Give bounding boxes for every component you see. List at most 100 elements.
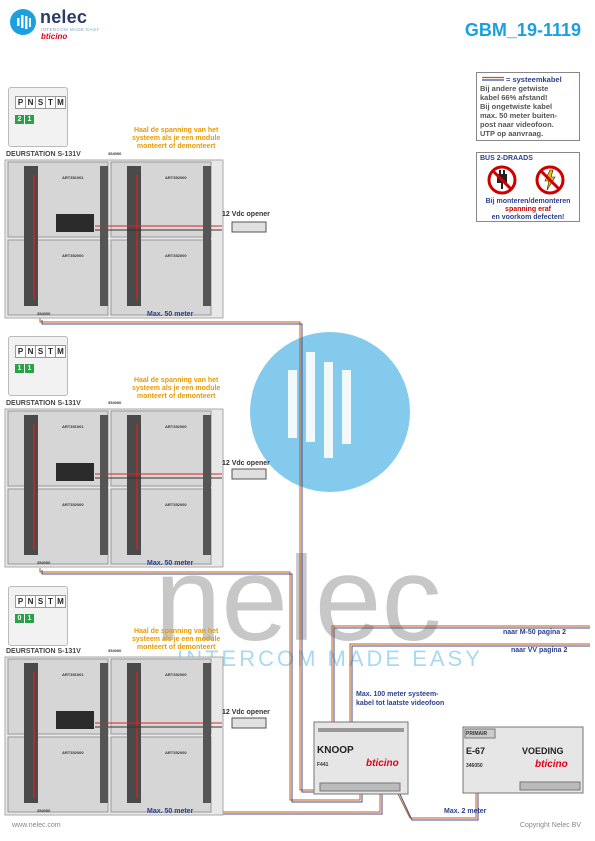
brand-sub: bticino [41, 32, 68, 41]
knoop-title: KNOOP [317, 745, 354, 756]
legend-line: kabel 66% afstand! [480, 93, 548, 102]
note-line: Haal de spanning van het [133, 127, 219, 134]
note-line: monteert of demonteert [136, 143, 216, 150]
dip-switch-block: P N S T M 1 1 [8, 336, 68, 396]
max-cable-label: Max. 50 meter [147, 560, 194, 567]
warning-note: Haal de spanning van het systeem als je … [132, 377, 220, 401]
part-number: 354000 [37, 560, 51, 565]
system-cable [39, 318, 330, 791]
module-code: ART352000 [62, 750, 84, 755]
module-code: ART352000 [165, 253, 187, 258]
supply-cable [395, 789, 477, 819]
watermark-tagline: INTERCOM MADE EASY [177, 646, 483, 671]
max-cable-label: Max. 50 meter [147, 808, 194, 815]
system-cable [41, 320, 330, 793]
dip-value: 1 [15, 364, 24, 373]
dip-letter: M [55, 345, 66, 358]
module-code: ART352000 [165, 750, 187, 755]
naar-m50-label: naar M-50 pagina 2 [503, 629, 567, 636]
station-1-panel [4, 159, 267, 319]
station-title: DEURSTATION S-131V [6, 648, 81, 655]
module-code: ART352000 [62, 253, 84, 258]
bus-warning-box: BUS 2-DRAADS Bij monteren/demonteren spa… [476, 152, 580, 222]
part-number: 354000 [108, 151, 122, 156]
legend-line: Bij ongetwiste kabel [480, 102, 553, 111]
doc-code: GBM_19-1119 [464, 20, 581, 40]
note-line: monteert of demonteert [136, 393, 216, 400]
system-cable [349, 643, 590, 722]
module-code: ART352000 [165, 672, 187, 677]
dip-switch-block: P N S T M 2 1 [8, 87, 68, 147]
knoop-brand: bticino [366, 758, 399, 769]
system-cable [333, 627, 590, 722]
footer-url: www.nelec.com [12, 822, 61, 829]
note-line: systeem als je een module [132, 385, 221, 392]
station-2-panel [4, 408, 267, 568]
max-2-label: Max. 2 meter [444, 808, 487, 815]
module-code: ART352000 [165, 502, 187, 507]
part-number: 354000 [37, 311, 51, 316]
max-100-line: Max. 100 meter systeem- [356, 691, 439, 698]
dip-letter: M [55, 96, 66, 109]
legend-line: post naar videofoon. [480, 120, 554, 129]
brand-name: nelec [40, 7, 88, 27]
system-cable [41, 570, 363, 803]
opener-label: 12 Vdc opener [222, 211, 270, 218]
max-100-line: kabel tot laatste videofoon [356, 700, 445, 707]
dip-value: 1 [25, 364, 34, 373]
module-code: ART352000 [165, 175, 187, 180]
dip-value: 1 [25, 115, 34, 124]
dip-value: 1 [25, 614, 34, 623]
part-number: 354000 [37, 808, 51, 813]
watermark-bars-icon [288, 352, 351, 458]
max-100-label: Max. 100 meter systeem- kabel tot laatst… [356, 690, 444, 708]
max-cable-label: Max. 50 meter [147, 311, 194, 318]
voeding-model: E-67 [466, 746, 486, 756]
note-line: Haal de spanning van het [133, 628, 219, 635]
legend-cable-swatch [482, 76, 504, 81]
dip-value: 2 [15, 115, 24, 124]
note-line: Haal de spanning van het [133, 377, 219, 384]
voeding-brand: bticino [535, 759, 568, 770]
module-code: ART352000 [165, 424, 187, 429]
legend-box: = systeemkabel Bij andere getwiste kabel… [476, 72, 580, 141]
voeding-primair: PRIMAIR [466, 731, 488, 737]
station-title: DEURSTATION S-131V [6, 400, 81, 407]
note-line: systeem als je een module [132, 135, 221, 142]
bus-warning-line: Bij monteren/demonteren [485, 198, 571, 205]
system-cable [331, 625, 590, 722]
module-code: ART351001 [62, 424, 84, 429]
voeding-code: 346050 [466, 763, 483, 769]
station-title: DEURSTATION S-131V [6, 151, 81, 158]
no-plug-icon [487, 165, 517, 195]
part-number: 354000 [108, 648, 122, 653]
module-code: ART351001 [62, 672, 84, 677]
supply-cable [397, 789, 479, 821]
dip-value: 0 [15, 614, 24, 623]
voeding-device [462, 726, 584, 794]
opener-label: 12 Vdc opener [222, 460, 270, 467]
legend-line: UTP op aanvraag. [480, 129, 544, 138]
legend-line: max. 50 meter buiten- [480, 111, 558, 120]
knoop-code: F441 [317, 762, 329, 768]
note-line: monteert of demonteert [136, 644, 216, 651]
naar-vv-label: naar VV pagina 2 [511, 647, 568, 654]
system-cable [351, 645, 590, 722]
legend-line: Bij andere getwiste [480, 84, 549, 93]
system-cable [39, 568, 361, 801]
dip-letter: M [55, 595, 66, 608]
brand-logo-icon [10, 9, 36, 35]
bus-title: BUS 2-DRAADS [480, 155, 533, 162]
module-code: ART351001 [62, 175, 84, 180]
opener-label: 12 Vdc opener [222, 709, 270, 716]
warning-note: Haal de spanning van het systeem als je … [132, 127, 220, 151]
footer-copyright: Copyright Nelec BV [519, 822, 581, 829]
warning-note: Haal de spanning van het systeem als je … [132, 628, 220, 652]
no-spark-icon [535, 165, 565, 195]
note-line: systeem als je een module [132, 636, 221, 643]
brand-tagline: INTERCOM MADE EASY [41, 27, 100, 32]
voeding-title: VOEDING [522, 746, 564, 756]
dip-switch-block: P N S T M 0 1 [8, 586, 68, 646]
bus-warning-line: spanning eraf [505, 206, 551, 213]
